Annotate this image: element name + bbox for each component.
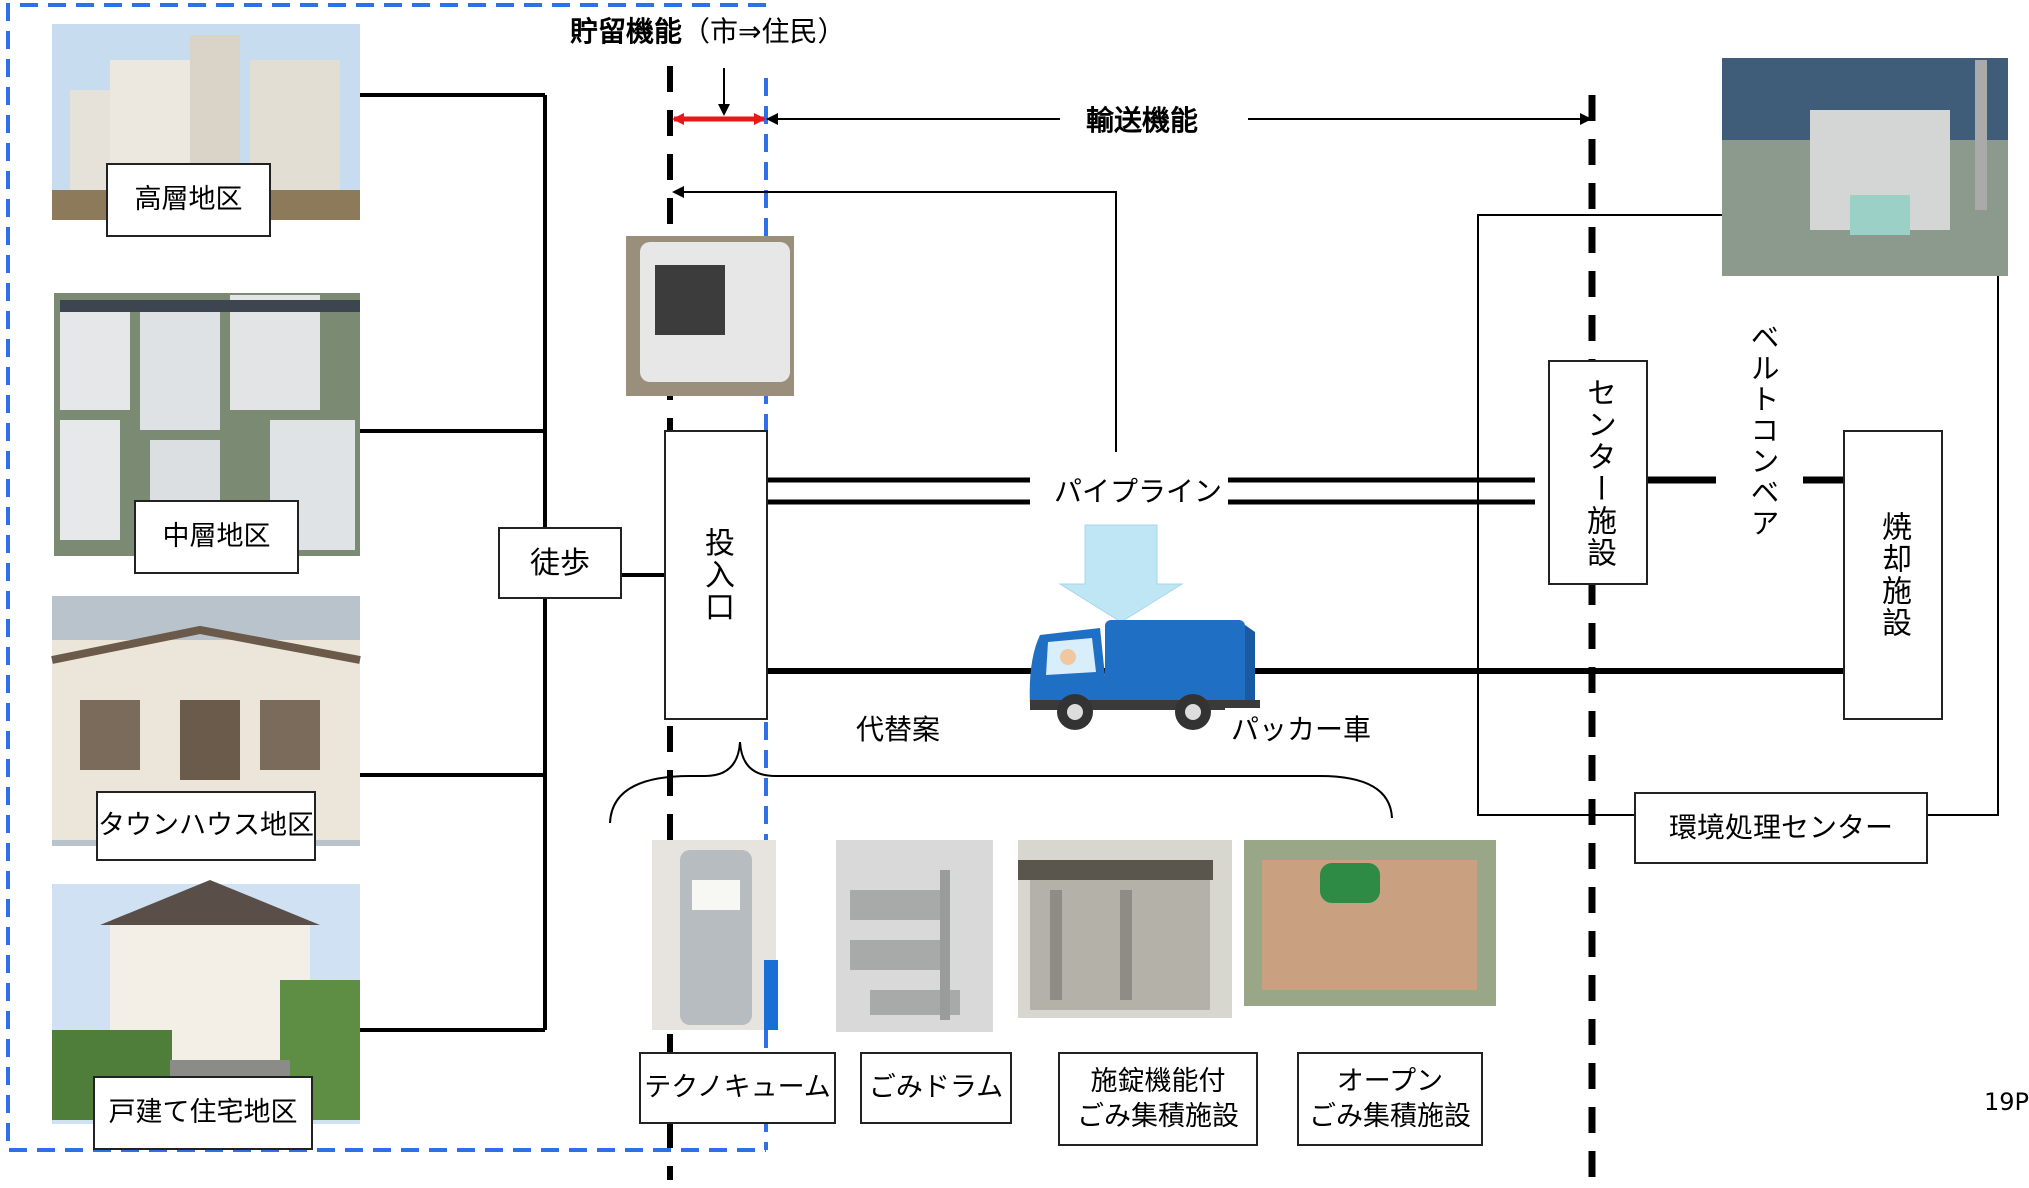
storage-function-rest: （市⇒住民） <box>682 15 846 48</box>
incineration-plant-photo <box>1722 58 2008 276</box>
residential-dashed-frame <box>6 3 766 1152</box>
lockable-collection-photo <box>1018 840 1232 1018</box>
option-garbage-drum-label: ごみドラム <box>860 1052 1012 1124</box>
pipeline-label: パイプライン <box>1048 470 1229 510</box>
district-townhouse-label: タウンハウス地区 <box>96 791 316 861</box>
page-number: 19P <box>1984 1088 2029 1116</box>
incineration-label: 焼却施設 <box>1876 511 1911 639</box>
inlet-box: 投入口 <box>664 430 768 720</box>
chute-down-arrow <box>1058 524 1184 623</box>
storage-function-title: 貯留機能（市⇒住民） <box>570 10 845 50</box>
storage-function-bold: 貯留機能 <box>570 15 683 48</box>
pipeline-feedback-arrow <box>672 186 1117 452</box>
env-center-box: 環境処理センター <box>1634 792 1928 864</box>
walk-box: 徒歩 <box>498 527 622 599</box>
district-high-rise-label: 高層地区 <box>106 163 271 237</box>
alternative-label: 代替案 <box>850 708 947 748</box>
transport-function-label: 輸送機能 <box>1080 99 1205 139</box>
center-facility-box: センター施設 <box>1548 360 1648 585</box>
inlet-label: 投入口 <box>699 527 734 623</box>
district-mid-rise-label: 中層地区 <box>134 500 299 574</box>
packer-truck-label: パッカー車 <box>1225 708 1378 748</box>
env-center-loop <box>1477 214 1999 816</box>
open-collection-photo <box>1244 840 1496 1006</box>
garbage-drum-photo <box>836 840 993 1032</box>
option-open-label: オープン ごみ集積施設 <box>1297 1052 1483 1146</box>
packer-truck-icon <box>1029 620 1260 730</box>
option-technocume-label: テクノキューム <box>639 1052 836 1124</box>
garbage-chute-photo <box>626 236 794 396</box>
district-detached-label: 戸建て住宅地区 <box>93 1076 313 1150</box>
pipeline-line <box>766 477 1535 505</box>
collection-options-brace <box>609 741 1393 824</box>
technocume-photo <box>652 840 778 1030</box>
belt-conveyor-label: ベルトコンベア <box>1746 322 1780 539</box>
center-facility-label: センター施設 <box>1581 376 1616 569</box>
incineration-box: 焼却施設 <box>1843 430 1943 720</box>
option-lockable-label: 施錠機能付 ごみ集積施設 <box>1058 1052 1258 1146</box>
